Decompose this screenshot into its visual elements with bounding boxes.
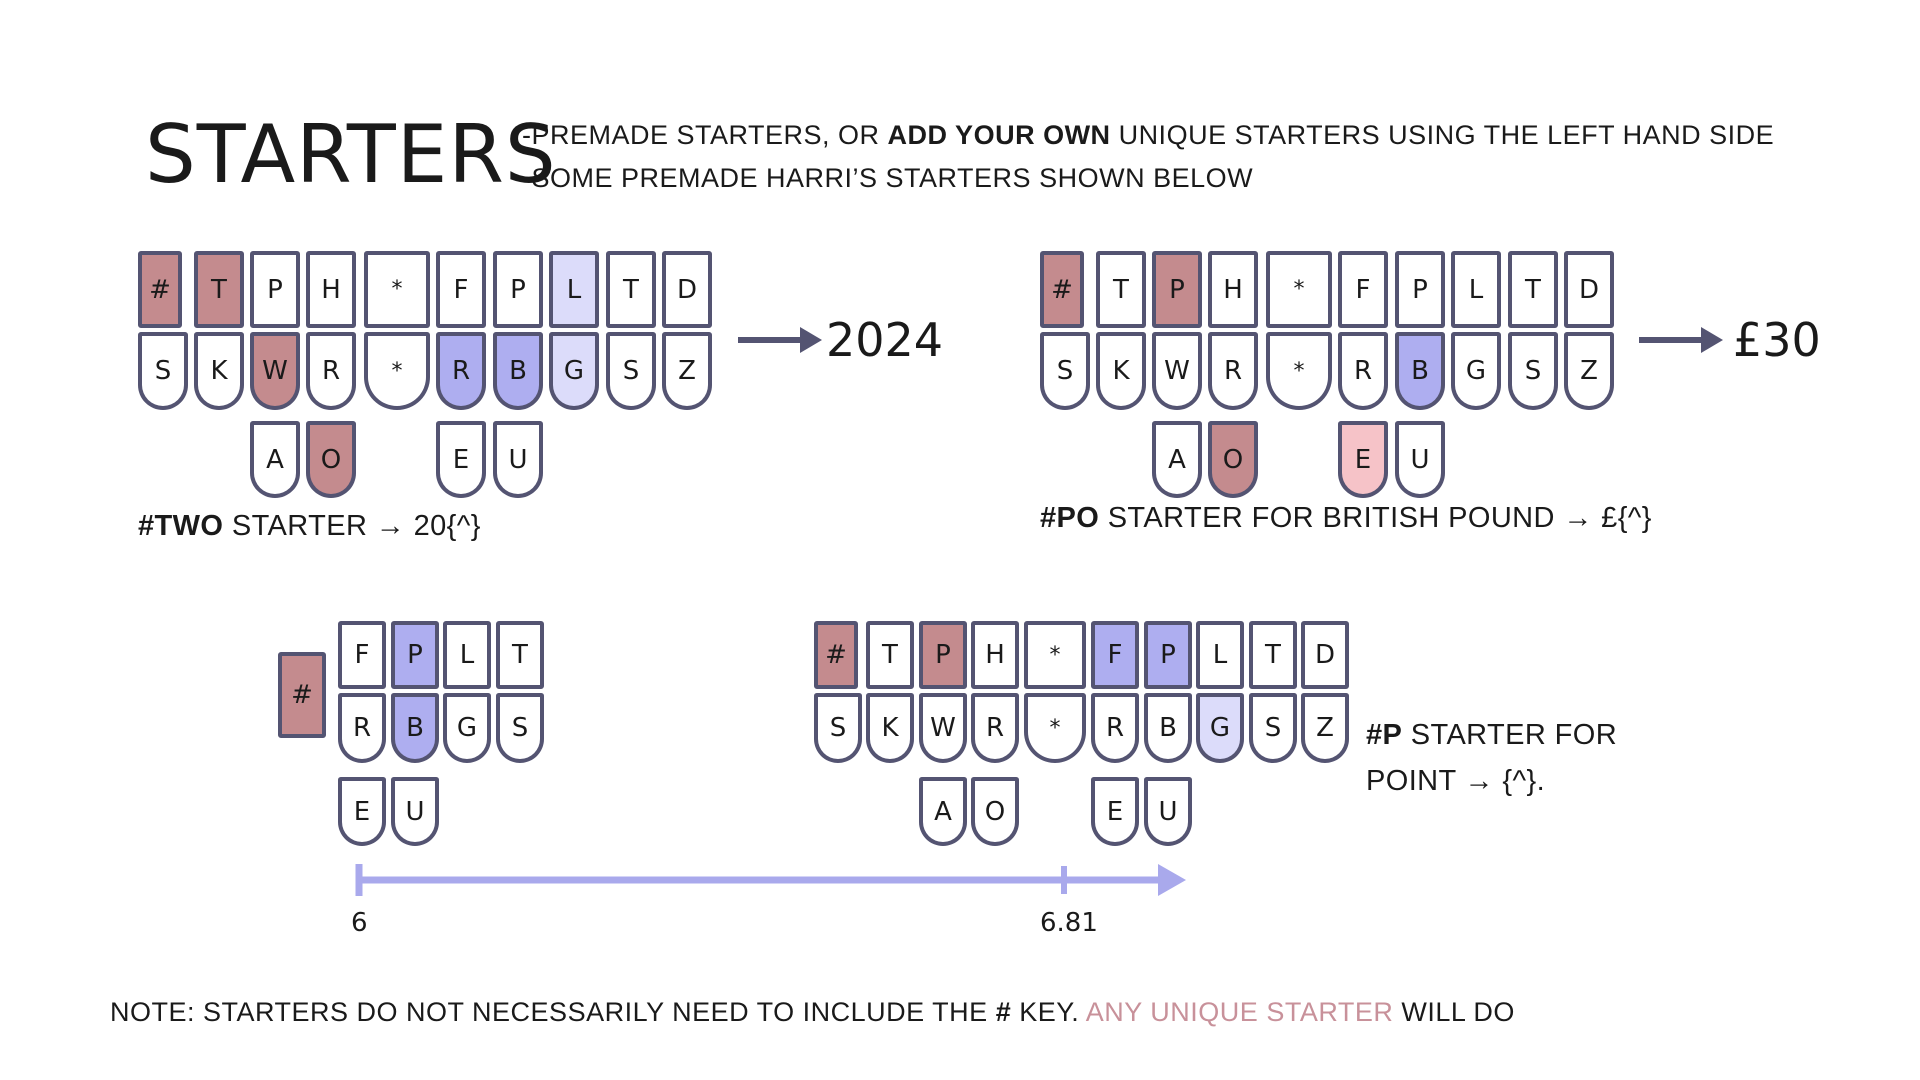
key-b: B — [391, 693, 439, 763]
key-o: O — [971, 777, 1019, 846]
key-g: G — [1196, 693, 1244, 763]
key-star: * — [1266, 251, 1332, 328]
key-d: D — [1301, 621, 1349, 689]
key-t: T — [1096, 251, 1146, 328]
key-t: T — [866, 621, 914, 689]
key-k: K — [1096, 332, 1146, 410]
key-f: F — [1091, 621, 1139, 689]
key-r: R — [338, 693, 386, 763]
key-k: K — [194, 332, 244, 410]
result-2024: 2024 — [826, 313, 944, 367]
key-e: E — [1338, 421, 1388, 498]
key-star: * — [1024, 621, 1086, 689]
key-g: G — [443, 693, 491, 763]
key-number: # — [814, 621, 858, 689]
key-p: P — [1152, 251, 1202, 328]
key-w: W — [919, 693, 967, 763]
key-r-right: R — [436, 332, 486, 410]
page-title: STARTERS — [145, 108, 557, 201]
subtitle-line-1: -PREMADE STARTERS, OR ADD YOUR OWN UNIQU… — [522, 120, 1775, 150]
subtitle-line-2: -SOME PREMADE HARRI’S STARTERS SHOWN BEL… — [522, 163, 1254, 193]
key-e: E — [436, 421, 486, 498]
arrow-to-2024-icon — [738, 327, 822, 353]
key-p: P — [250, 251, 300, 328]
caption-two-starter: #TWO STARTER → 20{^} — [138, 510, 481, 542]
key-p-right: P — [1144, 621, 1192, 689]
footer-note: NOTE: STARTERS DO NOT NECESSARILY NEED T… — [110, 997, 1515, 1027]
key-r: R — [1208, 332, 1258, 410]
key-r-right: R — [1338, 332, 1388, 410]
key-l: L — [443, 621, 491, 689]
key-w: W — [1152, 332, 1202, 410]
key-l: L — [1451, 251, 1501, 328]
key-o: O — [1208, 421, 1258, 498]
key-f: F — [338, 621, 386, 689]
key-f: F — [436, 251, 486, 328]
key-z: Z — [1564, 332, 1614, 410]
key-z: Z — [1301, 693, 1349, 763]
key-z: Z — [662, 332, 712, 410]
key-t-right: T — [1249, 621, 1297, 689]
key-t-right: T — [606, 251, 656, 328]
key-a: A — [919, 777, 967, 846]
key-s-right: S — [1508, 332, 1558, 410]
key-t: T — [194, 251, 244, 328]
arrow-to-pound-icon — [1639, 327, 1723, 353]
key-b: B — [1144, 693, 1192, 763]
key-h: H — [1208, 251, 1258, 328]
key-a: A — [250, 421, 300, 498]
key-u: U — [493, 421, 543, 498]
key-e: E — [1091, 777, 1139, 846]
key-s-right: S — [606, 332, 656, 410]
key-star-bottom: * — [1266, 332, 1332, 410]
key-t: T — [496, 621, 544, 689]
key-g: G — [1451, 332, 1501, 410]
key-w: W — [250, 332, 300, 410]
key-b: B — [1395, 332, 1445, 410]
key-g: G — [549, 332, 599, 410]
scale-start-label: 6 — [351, 908, 368, 938]
key-l: L — [549, 251, 599, 328]
key-f: F — [1338, 251, 1388, 328]
key-number: # — [1040, 251, 1084, 328]
key-l: L — [1196, 621, 1244, 689]
key-p: P — [919, 621, 967, 689]
key-star: * — [364, 251, 430, 328]
key-b: B — [493, 332, 543, 410]
key-e: E — [338, 777, 386, 846]
key-star-bottom: * — [1024, 693, 1086, 763]
key-s: S — [496, 693, 544, 763]
key-u: U — [1395, 421, 1445, 498]
key-r: R — [971, 693, 1019, 763]
key-r: R — [306, 332, 356, 410]
key-a: A — [1152, 421, 1202, 498]
caption-pound-starter: #PO STARTER FOR BRITISH POUND → £{^} — [1040, 502, 1652, 534]
key-p-right: P — [1395, 251, 1445, 328]
scale-end-label: 6.81 — [1040, 908, 1098, 938]
key-s: S — [138, 332, 188, 410]
key-d: D — [1564, 251, 1614, 328]
key-s-right: S — [1249, 693, 1297, 763]
key-number: # — [138, 251, 182, 328]
key-s: S — [814, 693, 862, 763]
scale-arrow-icon — [355, 864, 1186, 896]
key-t-right: T — [1508, 251, 1558, 328]
key-p: P — [391, 621, 439, 689]
key-o: O — [306, 421, 356, 498]
key-number: # — [278, 652, 326, 738]
key-u: U — [391, 777, 439, 846]
key-star-bottom: * — [364, 332, 430, 410]
result-pound-30: £30 — [1733, 313, 1821, 367]
key-r-right: R — [1091, 693, 1139, 763]
key-p-right: P — [493, 251, 543, 328]
key-d: D — [662, 251, 712, 328]
key-h: H — [971, 621, 1019, 689]
key-s: S — [1040, 332, 1090, 410]
key-u: U — [1144, 777, 1192, 846]
key-k: K — [866, 693, 914, 763]
key-h: H — [306, 251, 356, 328]
